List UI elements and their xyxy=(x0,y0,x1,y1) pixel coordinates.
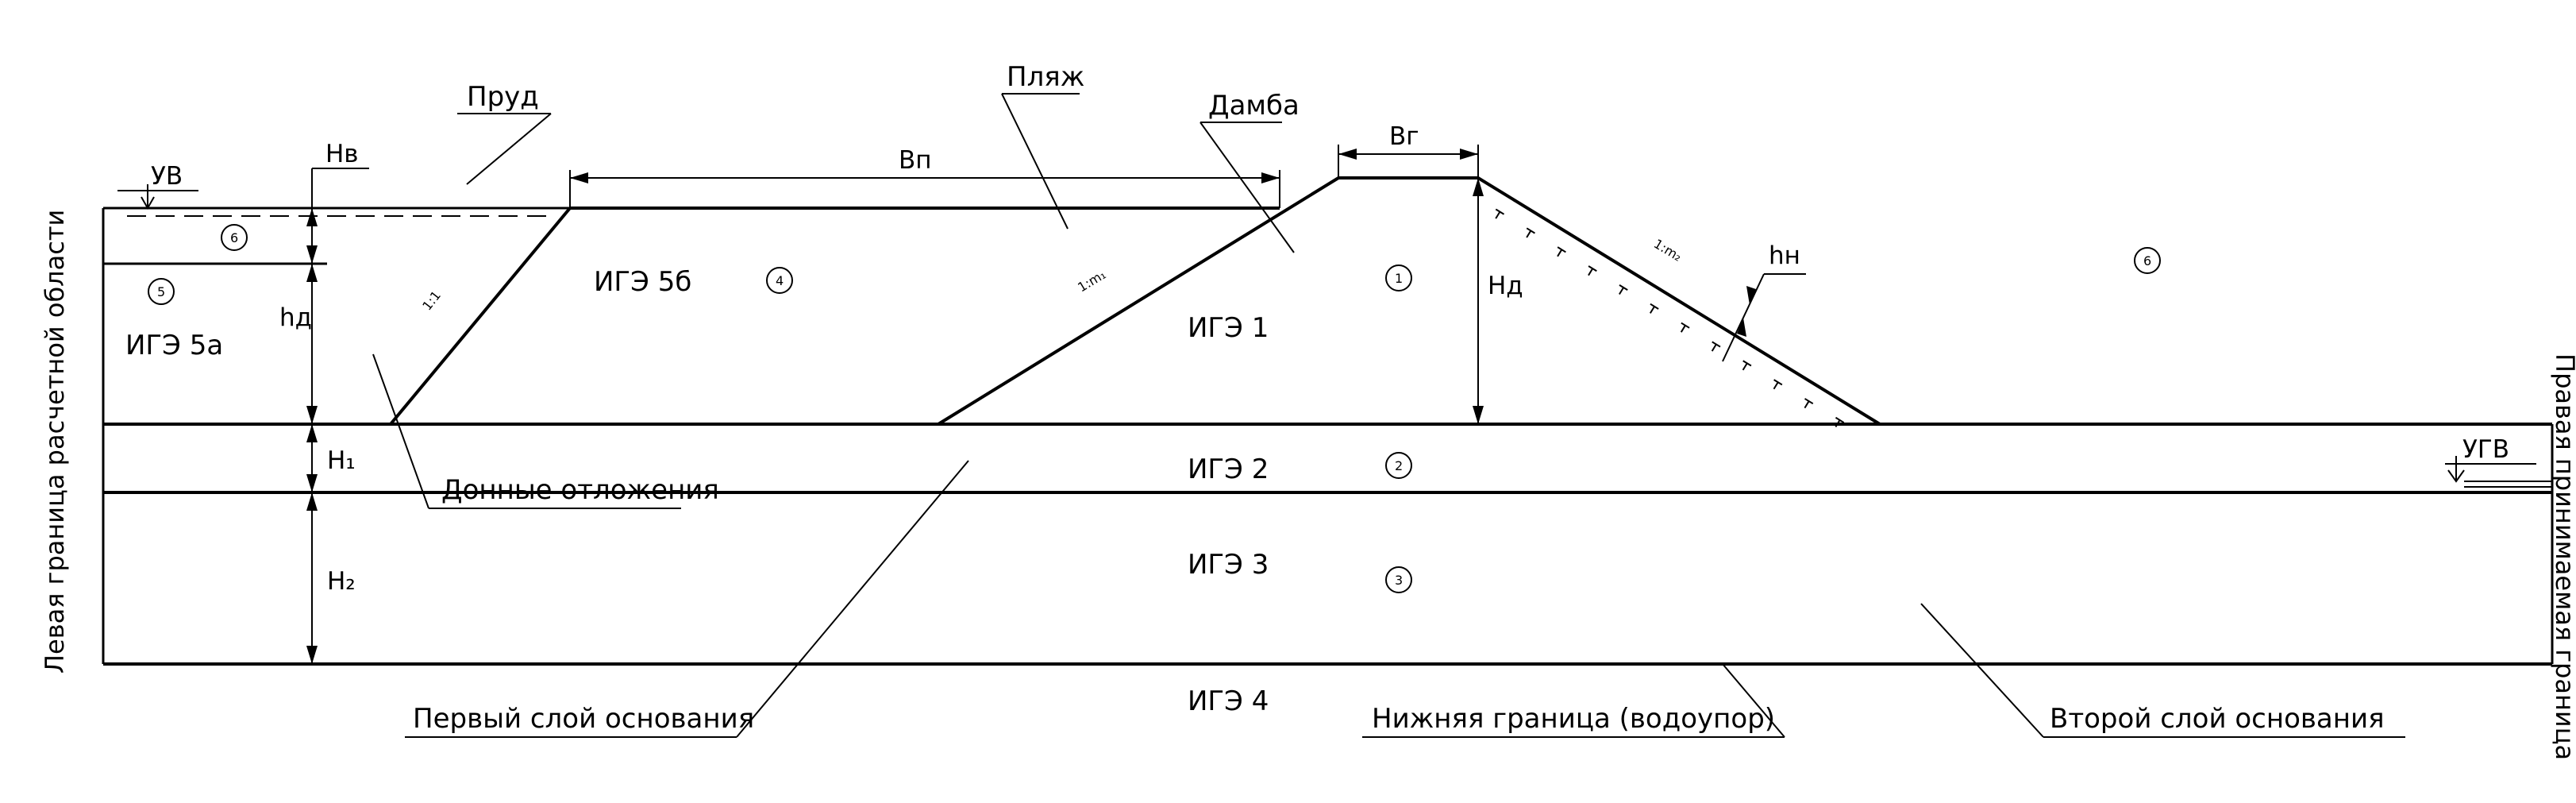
ground-water-level-symbol xyxy=(2445,456,2552,488)
slope-tick-stem xyxy=(1495,211,1501,219)
zone-number-circles xyxy=(148,224,2161,593)
arrow-h1-bot-top xyxy=(306,424,318,442)
surface-water-level-symbol xyxy=(117,184,198,210)
pond-water xyxy=(103,207,570,217)
tailings-beach xyxy=(389,207,1280,426)
zone-label-ige4: ИГЭ 4 xyxy=(1188,685,1269,717)
leader-second-layer xyxy=(1920,603,2044,738)
label-surface-water: УВ xyxy=(151,162,183,191)
arrow-hd-mid2 xyxy=(306,264,318,282)
dimension-lines xyxy=(306,145,1806,664)
slope-label-downstream: 1:m₂ xyxy=(1651,236,1685,264)
leader-first-layer xyxy=(736,460,969,738)
dim-label-bg: Bг xyxy=(1389,122,1419,151)
water-level-symbols xyxy=(117,184,2552,488)
slope-tick-stem xyxy=(1619,287,1624,295)
zone-label-ige1: ИГЭ 1 xyxy=(1188,312,1269,344)
dim-label-hd: hд xyxy=(279,303,312,332)
arrow-bp-right xyxy=(1261,172,1280,183)
callout-dam: Дамба xyxy=(1208,90,1300,122)
arrow-hd-top xyxy=(306,208,318,226)
slope-tick-stem xyxy=(1649,306,1655,314)
layer-boundaries xyxy=(102,208,2554,666)
callout-beach: Пляж xyxy=(1007,61,1084,93)
callout-second-base-layer: Второй слой основания xyxy=(2050,703,2385,735)
zone-number-4: 4 xyxy=(776,273,784,288)
arrow-hd-mid xyxy=(306,245,318,264)
slope-tick-mark xyxy=(1742,360,1752,367)
dim-label-hv: Hв xyxy=(325,140,359,168)
slope-tick-stem xyxy=(1711,344,1717,352)
zone-number-2: 2 xyxy=(1395,458,1403,473)
dam-outline xyxy=(937,176,1881,426)
leader-pond xyxy=(466,113,552,185)
leader-sediments xyxy=(372,353,429,509)
zone-number-6-pond: 6 xyxy=(230,230,238,245)
zone-label-ige2: ИГЭ 2 xyxy=(1188,454,1269,485)
arrow-h1-bot xyxy=(306,474,318,492)
zone-number-6-right: 6 xyxy=(2143,253,2151,268)
arrow-hd-dam-top xyxy=(1473,178,1484,196)
dim-label-h1: H₁ xyxy=(327,446,356,475)
label-ground-water: УГВ xyxy=(2462,435,2509,464)
slope-tick-stem xyxy=(1835,419,1841,427)
leader-lower-boundary xyxy=(1722,663,1785,738)
zone-label-ige5b: ИГЭ 5б xyxy=(594,266,691,298)
pond-slope-line xyxy=(389,207,572,426)
slope-tick-stem xyxy=(1526,230,1532,238)
arrow-hd-dam-bot xyxy=(1473,406,1484,424)
dim-label-hd-dam: Hд xyxy=(1488,272,1523,300)
slope-tick-stem xyxy=(1588,268,1594,276)
downstream-slope-ticks xyxy=(1495,208,1845,427)
zone-number-5: 5 xyxy=(157,284,165,299)
zone-number-3: 3 xyxy=(1395,573,1403,588)
leader-dam xyxy=(1199,122,1295,253)
dim-label-bp: Bп xyxy=(899,146,932,175)
leader-lines xyxy=(372,93,2405,738)
callout-pond: Пруд xyxy=(467,81,539,113)
zone-label-ige3: ИГЭ 3 xyxy=(1188,549,1269,581)
slope-label-pond: 1:1 xyxy=(419,288,444,313)
arrow-bg-left xyxy=(1338,149,1357,160)
text-labels: Левая граница расчетной области Правая п… xyxy=(40,61,2576,760)
arrow-hn-a xyxy=(1737,318,1746,337)
leader-beach xyxy=(1001,93,1069,230)
slope-label-upstream: 1:m₁ xyxy=(1075,267,1108,295)
arrow-bg-right xyxy=(1460,149,1478,160)
callout-bottom-sediments: Донные отложения xyxy=(441,474,719,506)
arrow-bp-left xyxy=(570,172,588,183)
dim-label-hn: hн xyxy=(1769,241,1800,270)
arrow-h1-top xyxy=(306,406,318,424)
arrow-hn-b xyxy=(1746,286,1756,305)
arrow-h2-bot xyxy=(306,646,318,664)
slope-tick-stem xyxy=(1742,362,1748,371)
right-boundary-label: Правая принимаемая граница xyxy=(2550,353,2576,760)
left-boundary-label: Левая граница расчетной области xyxy=(40,210,70,674)
slope-tick-stem xyxy=(1804,400,1810,409)
zone-label-ige5a: ИГЭ 5а xyxy=(125,330,223,361)
slope-tick-stem xyxy=(1773,381,1779,390)
slope-tick-stem xyxy=(1557,249,1563,257)
arrow-h2-top xyxy=(306,492,318,511)
callout-lower-boundary: Нижняя граница (водоупор) xyxy=(1372,703,1775,735)
dim-label-h2: H₂ xyxy=(327,567,356,596)
slope-tick-stem xyxy=(1680,325,1686,333)
dam-body xyxy=(937,176,1881,426)
callout-first-base-layer: Первый слой основания xyxy=(413,703,754,735)
zone-number-1: 1 xyxy=(1395,271,1403,286)
slope-tick-mark xyxy=(1619,284,1628,291)
